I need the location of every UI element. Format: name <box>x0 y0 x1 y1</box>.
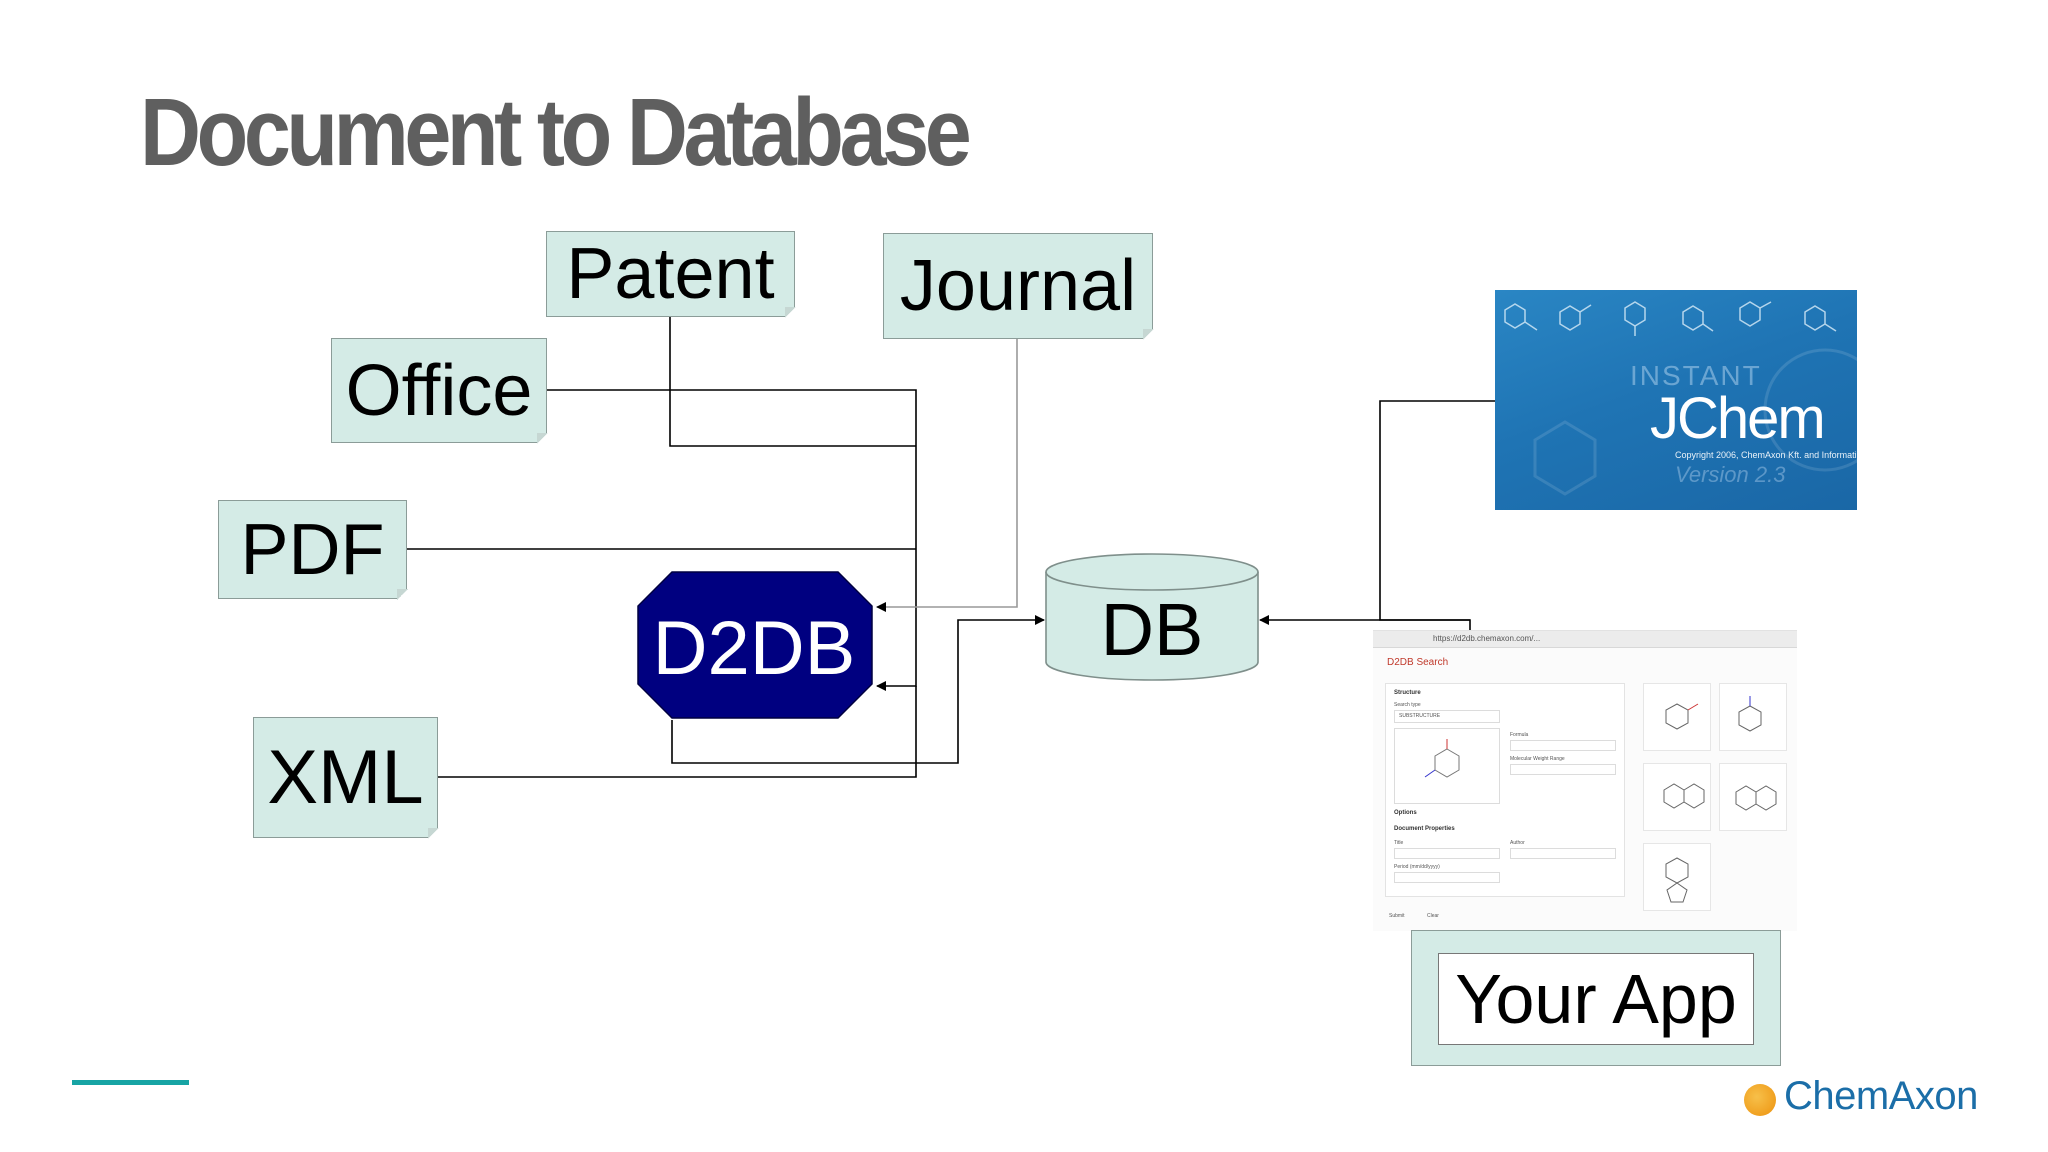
d2db-to-db-connector <box>671 615 1045 764</box>
app-top-stub <box>1380 619 1471 630</box>
your-app-box: Your App <box>1411 930 1781 1066</box>
search-type-label: Search type <box>1394 702 1421 708</box>
footer-accent-line <box>72 1080 189 1085</box>
search-type-value: SUBSTRUCTURE <box>1399 713 1441 719</box>
jchem-copyright: Copyright 2006, ChemAxon Kft. and Inform… <box>1675 450 1857 460</box>
db-label: DB <box>1100 587 1204 671</box>
molecule-icon <box>1663 783 1705 809</box>
xml-connector <box>438 686 917 778</box>
result-thumbnail <box>1643 843 1711 911</box>
molecule-structures-icon <box>1504 301 1857 496</box>
author-field-label: Author <box>1510 840 1525 846</box>
d2db-search-title: D2DB Search <box>1387 657 1449 668</box>
title-field-label: Title <box>1394 840 1404 846</box>
pdf-document: PDF <box>218 500 408 600</box>
section-options: Options <box>1394 810 1417 816</box>
browser-toolbar: https://d2db.chemaxon.com/... <box>1373 631 1797 648</box>
journal-label: Journal <box>899 246 1137 326</box>
molecule-icon <box>1665 703 1699 730</box>
your-app-label: Your App <box>1438 953 1754 1045</box>
molecule-icon <box>1665 857 1689 903</box>
db-cylinder <box>1045 553 1259 681</box>
jchem-splash-image: INSTANT JChem Copyright 2006, ChemAxon K… <box>1495 290 1857 510</box>
result-thumbnail <box>1643 683 1711 751</box>
d2db-octagon <box>637 571 873 719</box>
structure-sketch-icon <box>1424 739 1460 778</box>
pdf-label: PDF <box>240 509 385 590</box>
period-field <box>1394 872 1500 883</box>
molecule-icon <box>1738 696 1762 732</box>
mw-range-field <box>1510 764 1616 775</box>
formula-label: Formula <box>1510 732 1529 738</box>
office-document: Office <box>331 338 548 444</box>
mw-range-label: Molecular Weight Range <box>1510 756 1565 762</box>
xml-document: XML <box>253 717 439 839</box>
patent-connector <box>669 317 916 447</box>
xml-label: XML <box>267 735 424 820</box>
patent-document: Patent <box>546 231 796 318</box>
jchem-overline: INSTANT <box>1630 360 1762 391</box>
result-thumbnail <box>1719 763 1787 831</box>
d2db-search-screenshot: https://d2db.chemaxon.com/... D2DB Searc… <box>1373 630 1797 931</box>
author-field <box>1510 848 1616 859</box>
clear-button: Clear <box>1427 913 1439 919</box>
patent-label: Patent <box>566 234 775 314</box>
app-to-db-connector <box>1379 400 1495 621</box>
structure-sketch <box>1394 728 1500 804</box>
office-connector <box>547 389 917 691</box>
search-form-panel: Structure Search type SUBSTRUCTURE Formu… <box>1385 683 1625 897</box>
page-title: Document to Database <box>140 79 972 186</box>
result-thumbnail <box>1643 763 1711 831</box>
journal-connector <box>876 339 1018 612</box>
section-structure: Structure <box>1394 690 1421 696</box>
search-type-select: SUBSTRUCTURE <box>1394 710 1500 723</box>
office-label: Office <box>345 350 533 431</box>
chemaxon-logo-icon <box>1744 1084 1776 1116</box>
period-label: Period (mm/dd/yyyy) <box>1394 864 1440 870</box>
section-document-properties: Document Properties <box>1394 826 1455 832</box>
chemaxon-logo-text: ChemAxon <box>1784 1078 1978 1118</box>
molecule-icon <box>1735 785 1777 811</box>
submit-button: Submit <box>1389 913 1405 919</box>
jchem-version: Version 2.3 <box>1675 462 1786 487</box>
journal-document: Journal <box>883 233 1154 340</box>
formula-field <box>1510 740 1616 751</box>
chemaxon-logo: ChemAxon <box>1744 1078 1978 1118</box>
browser-url: https://d2db.chemaxon.com/... <box>1433 634 1541 643</box>
d2db-label: D2DB <box>652 605 856 691</box>
jchem-product-name: JChem <box>1650 386 1826 451</box>
result-thumbnail <box>1719 683 1787 751</box>
title-field <box>1394 848 1500 859</box>
